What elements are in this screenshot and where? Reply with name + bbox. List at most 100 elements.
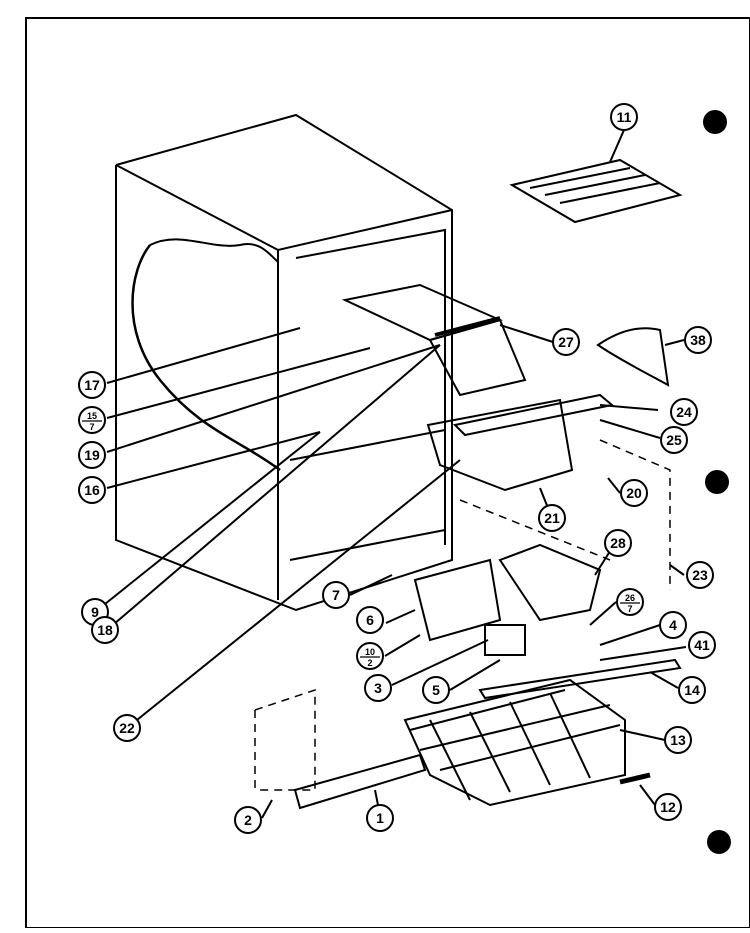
callout-17: 17	[78, 371, 106, 399]
callout-circle	[422, 676, 450, 704]
callout-label: 13	[670, 732, 686, 748]
callout-circle	[234, 806, 262, 834]
callout-circle	[659, 611, 687, 639]
callout-label: 15	[87, 411, 97, 421]
callout-label: 20	[626, 485, 642, 501]
callout-label: 9	[91, 604, 99, 620]
callout-10: 102	[356, 642, 384, 670]
callout-circle	[78, 371, 106, 399]
callout-24: 24	[670, 398, 698, 426]
callout-11: 11	[610, 103, 638, 131]
callout-circle	[688, 631, 716, 659]
callout-label: 11	[617, 109, 632, 125]
callout-label: 16	[84, 482, 100, 498]
callout-label: 7	[332, 587, 340, 603]
callout-22: 22	[113, 714, 141, 742]
callout-circle	[552, 328, 580, 356]
callout-label: 19	[84, 447, 100, 463]
callout-3: 3	[364, 674, 392, 702]
callout-label: 3	[374, 680, 382, 696]
callout-label: 18	[97, 622, 113, 638]
callout-circle	[616, 588, 644, 616]
callout-14: 14	[678, 676, 706, 704]
registration-dot	[703, 110, 727, 134]
leader-lines	[94, 129, 687, 819]
callout-circle	[654, 793, 682, 821]
rail-and-tray	[426, 393, 615, 492]
callout-label: 17	[84, 377, 100, 393]
callout-26: 267	[616, 588, 644, 616]
callout-circle	[91, 616, 119, 644]
cover-part	[596, 327, 670, 387]
callout-25: 25	[660, 426, 688, 454]
registration-dot	[707, 830, 731, 854]
evaporator-assembly	[341, 283, 527, 397]
small-part	[619, 772, 651, 785]
callout-19: 19	[78, 441, 106, 469]
callout-circle	[664, 726, 692, 754]
callout-circle	[686, 561, 714, 589]
callout-circle	[78, 441, 106, 469]
callout-label: 6	[366, 612, 374, 628]
callout-circle	[366, 804, 394, 832]
kickplate	[293, 753, 427, 810]
callout-5: 5	[422, 676, 450, 704]
callout-sublabel: 7	[627, 604, 632, 614]
callout-label: 22	[119, 720, 135, 736]
callout-circle	[356, 606, 384, 634]
callout-sublabel: 7	[89, 422, 94, 432]
callout-label: 27	[558, 334, 574, 350]
callout-label: 4	[669, 617, 677, 633]
callout-label: 28	[610, 535, 626, 551]
callout-41: 41	[688, 631, 716, 659]
diagram-border	[25, 17, 750, 929]
callout-label: 23	[692, 567, 708, 583]
callout-label: 10	[365, 647, 375, 657]
callout-label: 2	[244, 812, 252, 828]
callout-27: 27	[552, 328, 580, 356]
callout-label: 14	[684, 682, 700, 698]
cabinet	[115, 113, 453, 612]
callout-circle	[113, 714, 141, 742]
callout-label: 25	[666, 432, 682, 448]
callout-20: 20	[620, 479, 648, 507]
guide-lines	[254, 439, 671, 791]
callout-13: 13	[664, 726, 692, 754]
callout-18: 18	[91, 616, 119, 644]
callout-21: 21	[538, 504, 566, 532]
callout-circle	[364, 674, 392, 702]
callout-sublabel: 2	[367, 658, 372, 668]
callout-6: 6	[356, 606, 384, 634]
callout-circle	[604, 529, 632, 557]
callout-circle	[620, 479, 648, 507]
rail	[478, 658, 682, 700]
callout-23: 23	[686, 561, 714, 589]
callout-circle	[678, 676, 706, 704]
callout-7: 7	[322, 581, 350, 609]
callout-label: 12	[660, 799, 676, 815]
callout-label: 26	[625, 593, 635, 603]
callout-circle	[610, 103, 638, 131]
registration-dot	[705, 470, 729, 494]
wire-shelf	[509, 158, 683, 224]
callout-4: 4	[659, 611, 687, 639]
callout-circle	[322, 581, 350, 609]
callout-12: 12	[654, 793, 682, 821]
callout-circle	[78, 476, 106, 504]
callout-label: 24	[676, 404, 692, 420]
callout-16: 16	[78, 476, 106, 504]
callout-circle	[78, 406, 106, 434]
callout-38: 38	[684, 326, 712, 354]
callout-circle	[538, 504, 566, 532]
callout-circle	[660, 426, 688, 454]
callout-circle	[684, 326, 712, 354]
callout-28: 28	[604, 529, 632, 557]
callout-2: 2	[234, 806, 262, 834]
callout-label: 5	[432, 682, 440, 698]
callout-label: 1	[376, 810, 384, 826]
callout-1: 1	[366, 804, 394, 832]
callout-label: 21	[544, 510, 560, 526]
